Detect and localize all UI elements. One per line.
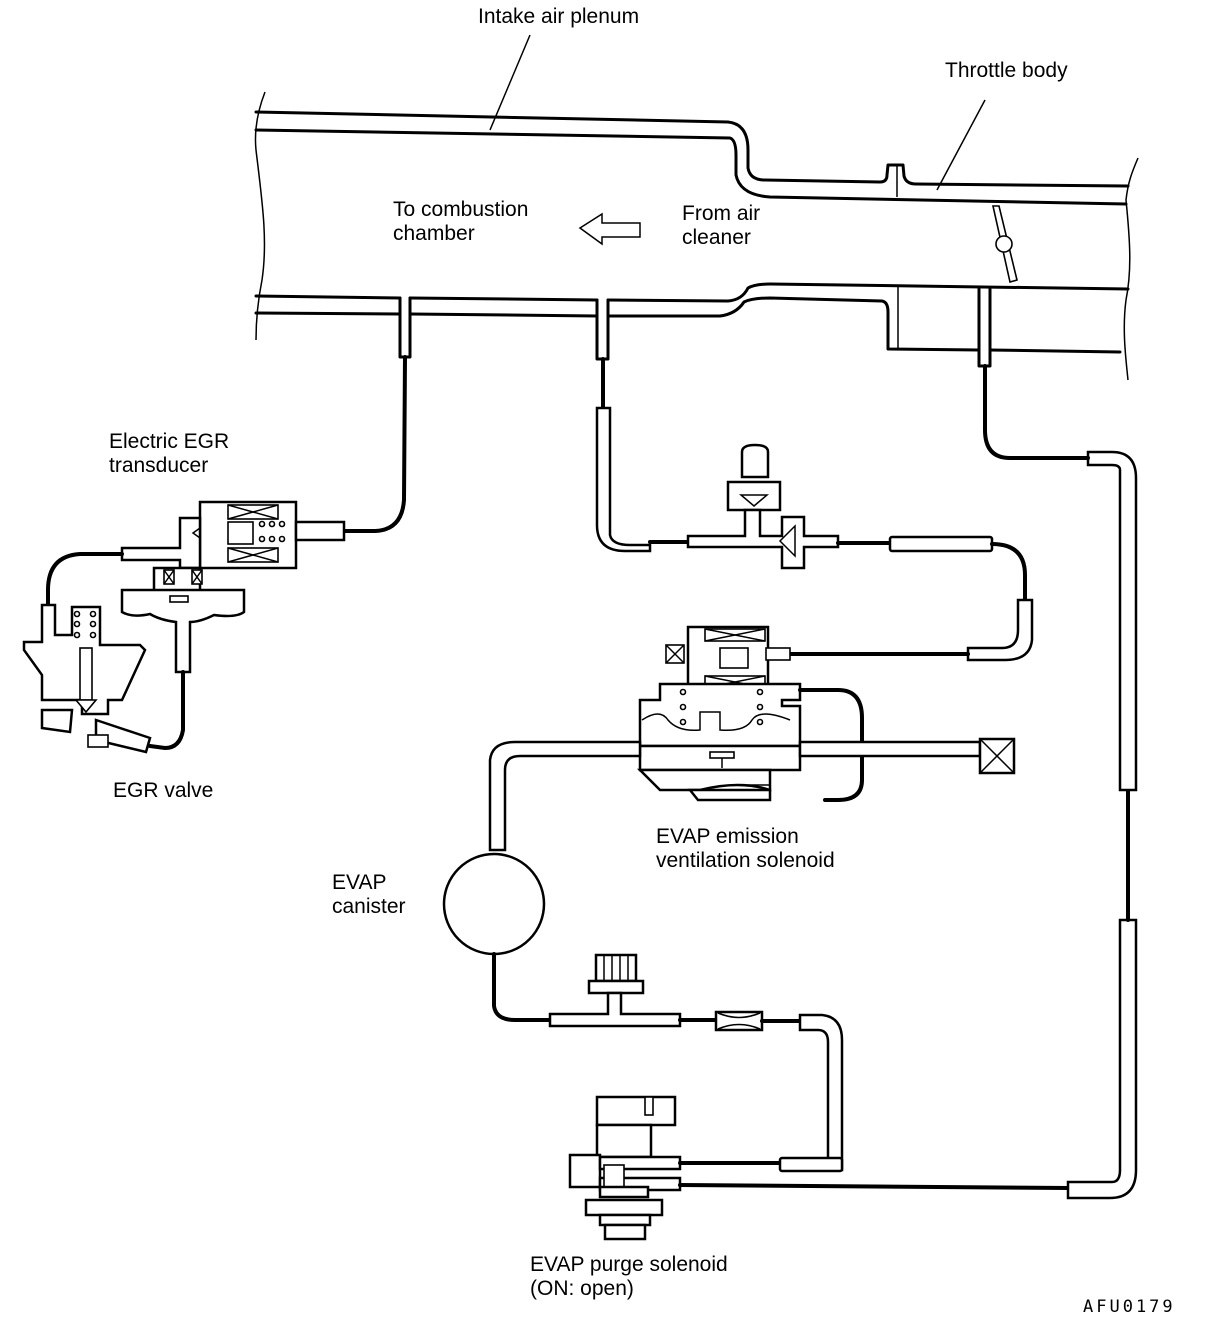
throttle-port — [977, 287, 992, 368]
vent-line-right — [798, 740, 982, 758]
intake-air-plenum — [254, 91, 1139, 381]
label-egr-transducer-2: transducer — [109, 454, 208, 477]
label-evap-ventilation-2: ventilation solenoid — [656, 849, 835, 872]
t-junction-check-valve — [686, 443, 840, 570]
label-evap-canister-2: canister — [332, 895, 406, 918]
label-to-combustion-1: To combustion — [393, 198, 528, 221]
plenum-port-egr — [398, 296, 412, 359]
vent-line-left — [488, 740, 642, 852]
plenum-port-evap — [595, 298, 610, 361]
label-egr-valve: EGR valve — [113, 779, 213, 802]
label-from-air-2: cleaner — [682, 226, 751, 249]
label-evap-ventilation-1: EVAP emission — [656, 825, 799, 848]
leader-intake — [489, 34, 531, 131]
label-to-combustion-2: chamber — [393, 222, 475, 245]
evap-emission-ventilation-solenoid — [636, 625, 802, 802]
leader-throttle — [936, 99, 986, 191]
throttle-plate — [992, 205, 1018, 284]
air-filter-tee — [548, 953, 682, 1028]
egr-valve — [22, 603, 152, 754]
electric-egr-transducer — [120, 500, 346, 674]
evap-canister — [442, 852, 546, 956]
label-from-air-1: From air — [682, 202, 760, 225]
label-egr-transducer-1: Electric EGR — [109, 430, 229, 453]
orifice-restrictor — [714, 1010, 764, 1032]
label-intake-air-plenum: Intake air plenum — [478, 5, 639, 28]
hose-sleeve — [595, 406, 652, 553]
figure-code: AFU0179 — [1083, 1297, 1176, 1317]
label-throttle-body: Throttle body — [945, 59, 1068, 82]
label-evap-purge-1: EVAP purge solenoid — [530, 1253, 728, 1276]
evap-purge-solenoid — [568, 1095, 682, 1241]
label-evap-purge-2: (ON: open) — [530, 1277, 634, 1300]
hose-plenum-egr — [343, 355, 407, 533]
label-evap-canister-1: EVAP — [332, 871, 386, 894]
flow-arrow-left-icon — [578, 212, 641, 246]
